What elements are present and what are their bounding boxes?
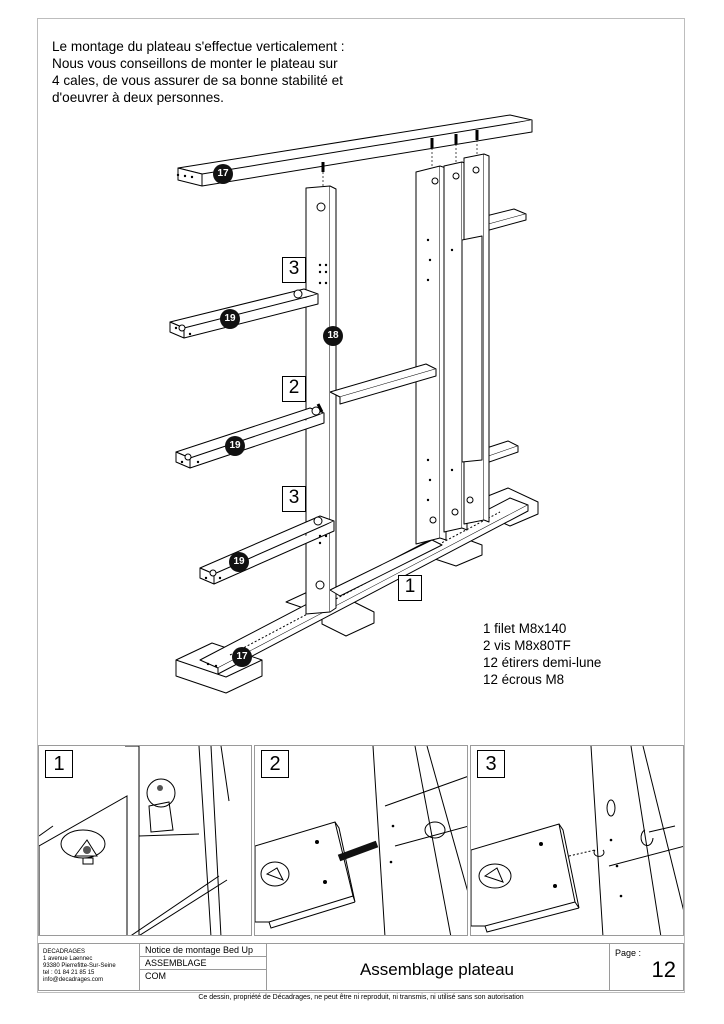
company-line: info@decadrages.com [43,977,104,983]
crossbar-1 [329,539,443,597]
company-info: DECADRAGES 1 avenue Laennec 93380 Pierre… [43,949,116,984]
callout-step-3: 3 [282,257,306,283]
page-title: Assemblage plateau [265,944,609,990]
detail-number: 1 [45,750,73,778]
part-badge-19: 19 [225,436,245,456]
intro-line: d'oeuvrer à deux personnes. [52,90,224,105]
company-line: DECADRAGES [43,949,86,955]
detail-number: 2 [261,750,289,778]
detail-drawing-1 [39,746,230,935]
detail-number: 3 [477,750,505,778]
page-number: 12 [651,957,676,982]
page-frame [37,18,685,993]
document-info: Notice de montage Bed Up ASSEMBLAGE COM [139,944,267,990]
detail-drawing-2 [255,746,467,935]
assembly-drawing [169,114,539,694]
intro-text: Le montage du plateau s'effectue vertica… [52,38,392,106]
part-badge-17: 17 [213,164,233,184]
document-section: ASSEMBLAGE [140,957,266,970]
part-badge-19: 19 [220,309,240,329]
detail-panels: 1 2 [38,745,684,936]
page-number-box: Page : 12 [609,944,684,990]
detail-panel-1: 1 [38,745,252,936]
page-label: Page : [615,948,642,958]
detail-drawing-3 [471,746,683,935]
callout-step-3: 3 [282,486,306,512]
intro-line: Nous vous conseillons de monter le plate… [52,56,338,71]
bar-19-mid [175,407,325,459]
company-line: 93380 Pierrefitte-Sur-Seine [43,963,116,969]
upright-18 [305,185,331,615]
shim [175,659,263,678]
detail-panel-2: 2 [254,745,468,936]
hardware-item: 12 étirers demi-lune [483,655,602,670]
part-badge-17: 17 [232,647,252,667]
document-code: COM [145,971,166,981]
document-name: Notice de montage Bed Up [140,944,266,957]
part-badge-19: 19 [229,552,249,572]
intro-line: Le montage du plateau s'effectue vertica… [52,39,345,54]
upright [443,161,463,533]
callout-step-1: 1 [398,575,422,601]
title-block: DECADRAGES 1 avenue Laennec 93380 Pierre… [38,943,684,991]
intro-line: 4 cales, de vous assurer de sa bonne sta… [52,73,343,88]
hardware-item: 12 écrous M8 [483,672,565,687]
upright [415,165,441,545]
company-line: 1 avenue Laennec [43,956,93,962]
hardware-item: 1 filet M8x140 [483,621,567,636]
hardware-list: 1 filet M8x140 2 vis M8x80TF 12 étirers … [483,620,601,688]
detail-panel-3: 3 [470,745,684,936]
company-line: tel : 01 84 21 85 15 [43,970,95,976]
callout-step-2: 2 [282,376,306,402]
hardware-item: 2 vis M8x80TF [483,638,571,653]
part-badge-18: 18 [323,326,343,346]
copyright-disclaimer: Ce dessin, propriété de Décadrages, ne p… [198,994,524,1001]
page-title-text: Assemblage plateau [359,960,515,979]
